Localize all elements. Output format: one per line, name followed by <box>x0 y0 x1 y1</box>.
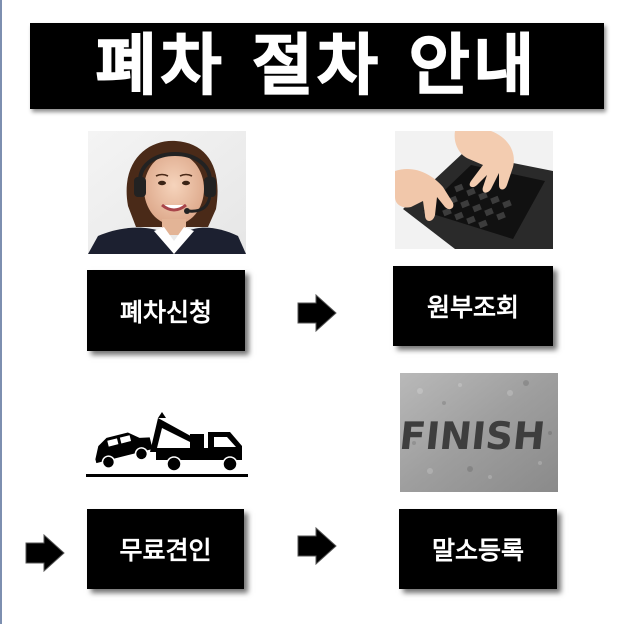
step-label: 원부조회 <box>426 293 519 322</box>
title-banner: 폐차 절차 안내 <box>30 23 604 109</box>
left-edge-rule <box>0 0 2 624</box>
finish-text: FINISH <box>400 414 547 458</box>
step-scrap-application: 폐차신청 <box>87 270 245 351</box>
page-title: 폐차 절차 안내 <box>95 27 539 104</box>
tow-truck-icon <box>86 410 248 480</box>
step-deregistration: 말소등록 <box>399 509 557 589</box>
step-label: 폐차신청 <box>119 297 212 327</box>
step-label: 말소등록 <box>431 536 524 565</box>
arrow-right-icon <box>25 533 65 573</box>
step-free-towing: 무료견인 <box>87 509 244 589</box>
operator-photo <box>88 131 246 254</box>
finish-photo: FINISH <box>400 373 558 492</box>
step-label: 무료견인 <box>119 536 212 565</box>
arrow-right-icon <box>297 526 337 566</box>
step-registry-check: 원부조회 <box>393 266 553 346</box>
keyboard-photo <box>395 131 553 249</box>
arrow-right-icon <box>297 293 337 333</box>
